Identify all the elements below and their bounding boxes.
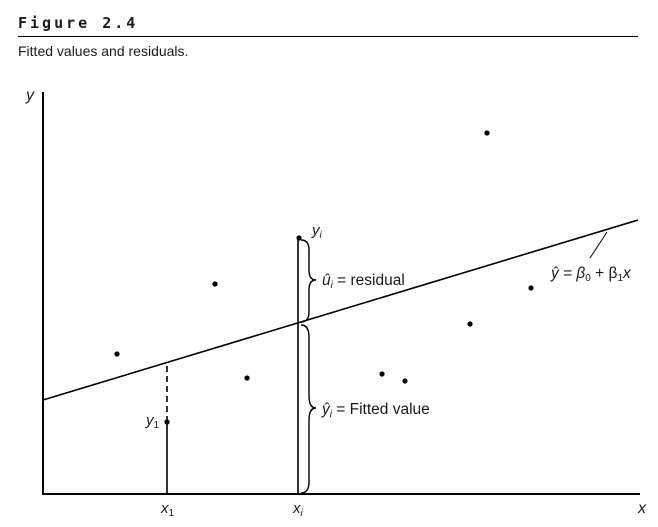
- yi-point-sub: i: [320, 230, 323, 241]
- equation-lhs: ŷ = β: [550, 265, 585, 282]
- fitted-symbol: ŷ: [321, 401, 331, 418]
- x1-tick-sub: 1: [169, 508, 175, 519]
- fitted-brace: [300, 324, 317, 494]
- y1-point-var: y: [145, 412, 155, 429]
- data-point-yi: [296, 235, 302, 241]
- regression-equation: ŷ = β0 + β1x: [550, 265, 632, 284]
- fitted-text: = Fitted value: [332, 401, 430, 418]
- equation-sub1: 1: [617, 273, 623, 284]
- equation-leader: [589, 231, 608, 259]
- data-point: [212, 281, 218, 287]
- residual-symbol: û: [322, 272, 331, 289]
- xi-tick-sub: i: [301, 508, 304, 519]
- residual-sub: i: [331, 280, 334, 291]
- data-point: [402, 378, 408, 384]
- y1-point-label: y1: [145, 412, 160, 431]
- header-rule: [18, 36, 638, 37]
- figure-header: Figure 2.4 Fitted values and residuals.: [18, 14, 638, 59]
- figure-label: Figure 2.4: [18, 14, 139, 32]
- data-point: [484, 130, 490, 136]
- fitted-label: ŷi = Fitted value: [321, 401, 430, 420]
- data-point: [244, 375, 250, 381]
- y1-point-sub: 1: [154, 420, 160, 431]
- data-point: [528, 285, 534, 291]
- fitted-sub: i: [330, 409, 333, 420]
- x1-tick-var: x: [160, 500, 169, 517]
- xi-tick-label: xi: [292, 500, 304, 519]
- figure-caption: Fitted values and residuals.: [18, 43, 189, 59]
- y-axis-label: y: [25, 87, 35, 104]
- data-point: [114, 351, 120, 357]
- xi-tick-var: x: [292, 500, 301, 517]
- residual-brace: [300, 239, 317, 323]
- residual-label: ûi = residual: [322, 272, 405, 291]
- x-axis-label: x: [637, 500, 647, 517]
- residual-text: = residual: [333, 272, 405, 289]
- yi-point-var: y: [311, 222, 321, 239]
- equation-plus: + β: [591, 265, 618, 282]
- data-point: [467, 321, 473, 327]
- yi-point-label: yi: [311, 222, 323, 241]
- equation-sub0: 0: [585, 273, 591, 284]
- x1-tick-label: x1: [160, 500, 175, 519]
- data-point: [379, 371, 385, 377]
- regression-line: [42, 219, 639, 401]
- data-point-y1: [164, 419, 170, 425]
- equation-var: x: [622, 265, 632, 282]
